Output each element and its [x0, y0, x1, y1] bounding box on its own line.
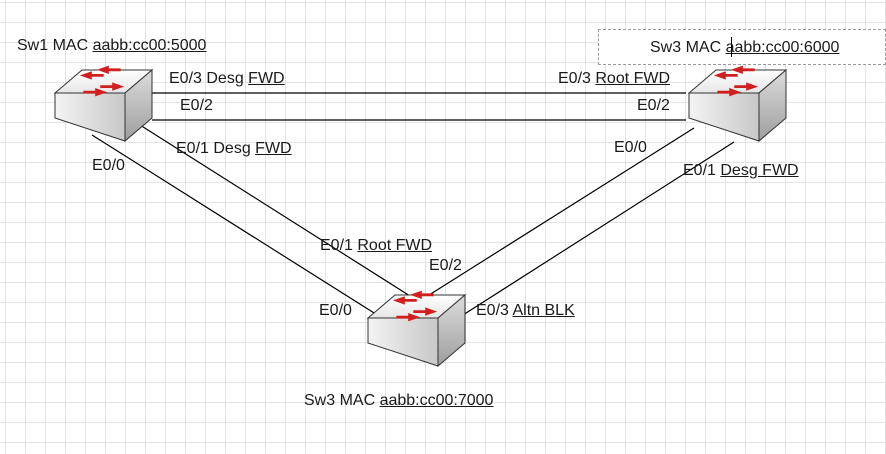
links	[91, 92, 735, 323]
port-label-sw2-e02: E0/2	[637, 97, 670, 114]
port-label-sw3-e01: E0/1 Root FWD	[320, 237, 433, 254]
link-sw2-sw3-e02	[417, 127, 695, 303]
switch-icon[interactable]	[687, 65, 788, 143]
port-label-sw3-e03: E0/3 Altn BLK	[476, 302, 575, 319]
text-cursor	[731, 37, 732, 57]
port-label-sw1-e01: E0/1 Desg FWD	[176, 140, 292, 157]
sw2-label: Sw3 MAC aabb:cc00:6000	[650, 39, 840, 56]
port-label-sw1-e02: E0/2	[180, 97, 213, 114]
port-label-sw1-e03: E0/3 Desg FWD	[169, 70, 285, 87]
sw3-mac: aabb:cc00:7000	[379, 392, 494, 409]
port-label-sw2-e01: E0/1 Desg FWD	[683, 162, 799, 179]
sw1-label: Sw1 MAC aabb:cc00:5000	[17, 37, 207, 54]
sw1-mac: aabb:cc00:5000	[92, 37, 207, 54]
link-sw1-sw3-e00	[91, 134, 383, 319]
port-label-sw3-e02: E0/2	[429, 257, 462, 274]
port-label-sw3-e00: E0/0	[319, 302, 352, 319]
port-label-sw2-e00: E0/0	[614, 139, 647, 156]
sw2-mac: aabb:cc00:6000	[725, 39, 840, 56]
switch-icon[interactable]	[366, 290, 467, 368]
switch-icon[interactable]	[53, 65, 154, 143]
selected-textbox[interactable]	[598, 29, 886, 65]
link-sw2-sw3-e03	[451, 141, 735, 323]
port-label-sw2-e03: E0/3 Root FWD	[558, 70, 671, 87]
sw3-label: Sw3 MAC aabb:cc00:7000	[304, 392, 494, 409]
link-sw1-sw3-e01	[139, 124, 411, 297]
port-label-sw1-e00: E0/0	[92, 157, 125, 174]
